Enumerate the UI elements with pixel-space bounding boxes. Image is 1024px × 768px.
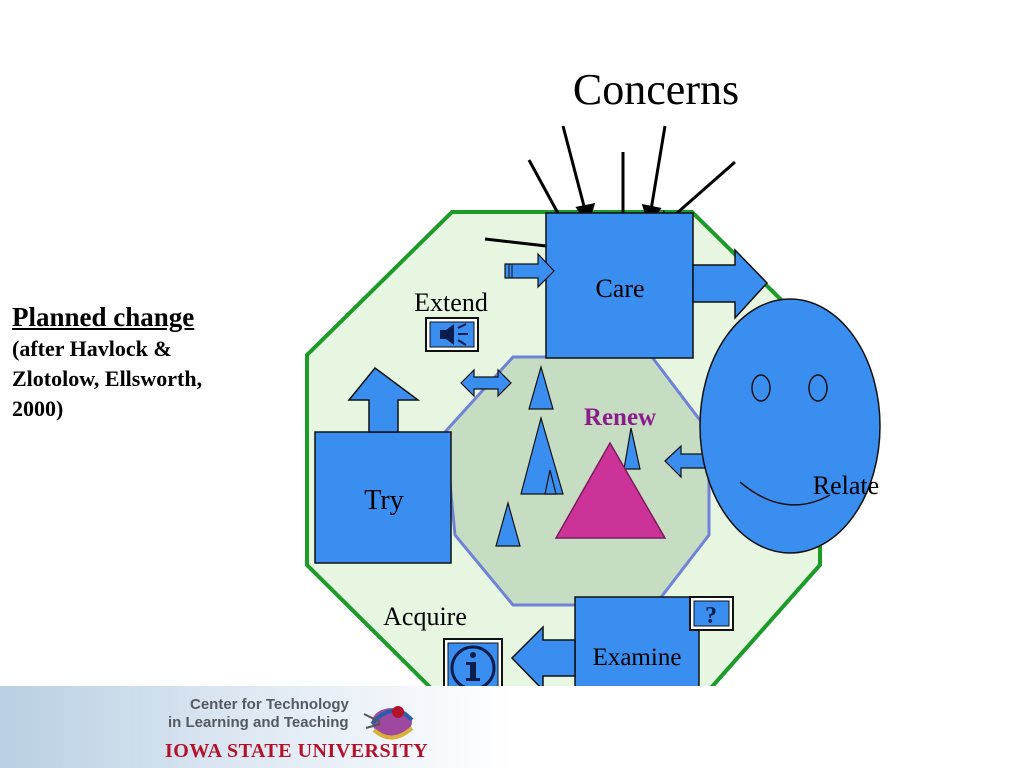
side-title-citation-line2: Zlotolow, Ellsworth, [12, 366, 203, 391]
footer-center-name-line2: in Learning and Teaching [168, 714, 349, 731]
renew-label: Renew [584, 404, 656, 431]
inner-octagon [443, 355, 711, 607]
question-icon[interactable]: ? [689, 596, 734, 631]
side-title-citation-line1: (after Havlock & [12, 336, 172, 361]
examine-label: Examine [593, 644, 682, 671]
side-title: Planned change (after Havlock & Zlotolow… [12, 300, 292, 424]
speaker-icon[interactable] [425, 317, 479, 352]
extend-label: Extend [414, 288, 488, 317]
care-label: Care [595, 274, 644, 303]
renew-spikes [495, 364, 641, 547]
footer-university-name: IOWA STATE UNIVERSITY [165, 740, 429, 762]
svg-text:?: ? [705, 603, 717, 629]
double-arrow-upper [460, 368, 512, 398]
concerns-heading: Concerns [573, 65, 739, 114]
side-title-citation-line3: 2000) [12, 396, 64, 421]
renew-triangle [554, 441, 667, 539]
extend-to-care-arrow [504, 252, 555, 289]
footer-center-name-line1: Center for Technology [190, 696, 349, 713]
center-logo-icon [363, 706, 414, 740]
relate-label: Relate [813, 471, 879, 500]
try-shape [314, 366, 452, 564]
acquire-label: Acquire [383, 602, 467, 631]
care-shape [545, 212, 769, 359]
try-label: Try [364, 485, 403, 516]
relate-face [699, 298, 881, 554]
footer-banner: Center for Technology in Learning and Te… [0, 686, 1024, 768]
side-title-heading: Planned change [12, 302, 195, 332]
